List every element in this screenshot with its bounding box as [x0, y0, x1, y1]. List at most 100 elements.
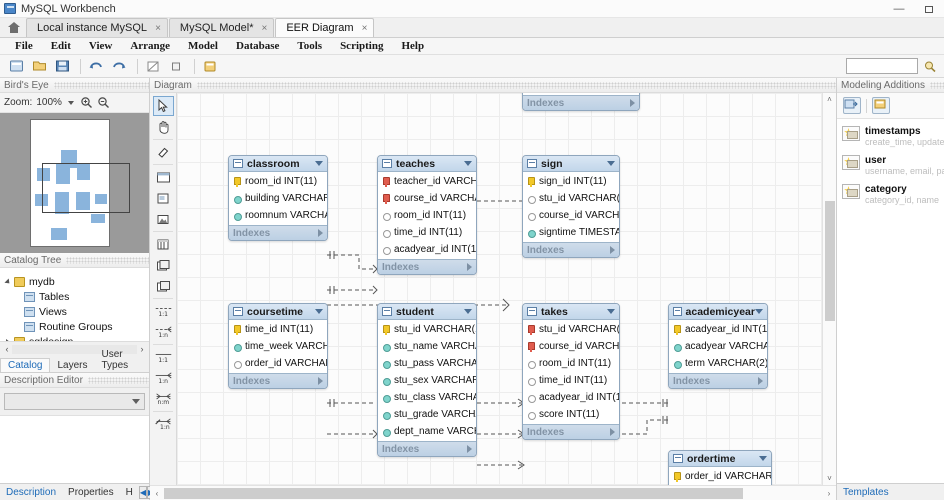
eer-table-academicyear[interactable]: academicyear acadyear_id INT(11) acadyea… — [668, 303, 768, 389]
menu-tools[interactable]: Tools — [297, 40, 323, 52]
table-column[interactable]: stu_sex VARCHAR(10) — [378, 372, 476, 389]
table-header[interactable]: teaches — [378, 156, 476, 172]
table-header[interactable]: classroom — [229, 156, 327, 172]
chevron-down-icon[interactable] — [759, 456, 767, 461]
tab-mysql-model[interactable]: MySQL Model* × — [168, 18, 275, 37]
table-column[interactable]: sign_id INT(11) — [523, 173, 619, 190]
tab-layers[interactable]: Layers — [57, 360, 88, 371]
table-column[interactable]: room_id INT(11) — [229, 173, 327, 190]
table-header[interactable]: coursetime — [229, 304, 327, 320]
chevron-right-icon[interactable] — [318, 377, 323, 385]
redo-icon[interactable] — [109, 57, 129, 75]
table-column[interactable]: building VARCHAR(12) — [229, 190, 327, 207]
table-column[interactable]: room_id INT(11) — [378, 207, 476, 224]
eer-table-classroom[interactable]: classroom room_id INT(11) building VARCH… — [228, 155, 328, 241]
scroll-left-arrow[interactable]: ‹ — [155, 488, 159, 498]
scroll-thumb[interactable] — [825, 201, 835, 321]
routine-group-tool[interactable] — [153, 276, 174, 296]
chevron-right-icon[interactable] — [630, 99, 635, 107]
hand-tool[interactable] — [153, 117, 174, 137]
tab-eer-diagram[interactable]: EER Diagram × — [275, 18, 375, 37]
catalog-hscrollbar[interactable]: ‹ › — [0, 341, 149, 356]
close-icon[interactable]: × — [361, 22, 368, 34]
zoom-out-icon[interactable] — [97, 96, 111, 110]
description-combo[interactable] — [4, 393, 145, 410]
chevron-right-icon[interactable] — [467, 263, 472, 271]
scroll-right-arrow[interactable]: › — [140, 344, 144, 354]
table-column[interactable]: time_id INT(11) — [229, 321, 327, 338]
eer-table-teacher[interactable]: teacher_sex VARCHAR(6) Indexes — [522, 93, 640, 111]
search-icon[interactable] — [922, 58, 938, 74]
table-column[interactable]: stu_pass VARCHAR(10) — [378, 355, 476, 372]
menu-edit[interactable]: Edit — [50, 40, 71, 52]
birds-eye-view[interactable] — [0, 113, 149, 253]
list-item[interactable]: timestamps create_time, update_ — [837, 123, 944, 152]
collapse-arrow-icon[interactable] — [6, 338, 10, 341]
table-column[interactable]: time_id INT(11) — [378, 224, 476, 241]
rel-n-m-tool[interactable]: n:m — [153, 389, 174, 409]
scroll-down-arrow[interactable]: ˅ — [827, 474, 832, 483]
table-column[interactable]: acadyear VARCHAR(12) — [669, 338, 767, 355]
chevron-down-icon[interactable] — [607, 161, 615, 166]
rel-pick-columns-tool[interactable]: 1:n — [153, 414, 174, 434]
eer-table-sign[interactable]: sign sign_id INT(11) stu_id VARCHAR(12) — [522, 155, 620, 258]
search-input[interactable] — [846, 58, 918, 74]
table-column[interactable]: acadyear_id INT(11) — [378, 241, 476, 258]
table-column[interactable]: roomnum VARCHAR(12) — [229, 207, 327, 224]
table-column[interactable]: teacher_id VARCHAR(12) — [378, 173, 476, 190]
tree-item-views[interactable]: Views — [0, 304, 149, 319]
new-template-icon[interactable] — [872, 97, 890, 114]
table-column[interactable]: score INT(11) — [523, 406, 619, 423]
layer-tool[interactable] — [153, 167, 174, 187]
menu-help[interactable]: Help — [401, 40, 425, 52]
table-column[interactable]: time_week VARCHAR(2) — [229, 338, 327, 355]
chevron-down-icon[interactable] — [464, 309, 472, 314]
table-tool[interactable] — [153, 234, 174, 254]
chevron-down-icon[interactable] — [607, 309, 615, 314]
table-column[interactable]: room_id INT(11) — [523, 355, 619, 372]
chevron-right-icon[interactable] — [610, 428, 615, 436]
maximize-button[interactable] — [914, 0, 944, 18]
tab-description[interactable]: Description — [6, 486, 57, 498]
chevron-right-icon[interactable] — [758, 377, 763, 385]
table-column[interactable]: stu_id VARCHAR(12) — [523, 321, 619, 338]
scroll-up-arrow[interactable]: ˄ — [827, 95, 832, 104]
chevron-right-icon[interactable] — [610, 246, 615, 254]
open-model-icon[interactable] — [29, 57, 49, 75]
chevron-right-icon[interactable] — [467, 445, 472, 453]
tab-local-instance-mysql[interactable]: Local instance MySQL × — [26, 18, 168, 37]
table-column[interactable]: stu_class VARCHAR(10) — [378, 389, 476, 406]
save-model-icon[interactable] — [52, 57, 72, 75]
new-tab-icon[interactable] — [200, 57, 220, 75]
table-column[interactable]: acadyear_id INT(11) — [523, 389, 619, 406]
menu-scripting[interactable]: Scripting — [340, 40, 384, 52]
stop-icon[interactable] — [166, 57, 186, 75]
scroll-track[interactable] — [823, 106, 836, 472]
indexes-footer[interactable]: Indexes — [523, 242, 619, 257]
table-column[interactable]: acadyear_id INT(11) — [669, 321, 767, 338]
eer-table-takes[interactable]: takes stu_id VARCHAR(12) course_id VARCH… — [522, 303, 620, 440]
chevron-down-icon[interactable] — [315, 309, 323, 314]
scroll-left-arrow[interactable]: ‹ — [5, 344, 9, 354]
indexes-footer[interactable]: Indexes — [523, 424, 619, 439]
indexes-footer[interactable]: Indexes — [229, 225, 327, 240]
image-tool[interactable] — [153, 209, 174, 229]
tab-user-types[interactable]: User Types — [101, 349, 129, 371]
eer-table-student[interactable]: student stu_id VARCHAR(12) stu_name VARC… — [377, 303, 477, 457]
table-header[interactable]: ordertime — [669, 451, 771, 467]
table-column[interactable]: course_id VARCHAR(12) — [523, 338, 619, 355]
canvas-hscrollbar[interactable]: ‹ › — [150, 485, 836, 500]
menu-file[interactable]: File — [15, 40, 33, 52]
table-column[interactable]: dept_name VARCHAR(10) — [378, 423, 476, 440]
eer-table-teaches[interactable]: teaches teacher_id VARCHAR(12) course_id… — [377, 155, 477, 275]
close-icon[interactable]: × — [261, 22, 268, 34]
indexes-footer[interactable]: Indexes — [523, 95, 639, 110]
nav-prev-button[interactable]: ◀ — [138, 485, 147, 499]
rel-1-1-non-identifying-tool[interactable]: 1:1 — [153, 347, 174, 367]
pointer-tool[interactable] — [152, 96, 174, 116]
undo-icon[interactable] — [86, 57, 106, 75]
menu-database[interactable]: Database — [236, 40, 280, 52]
table-column[interactable]: stu_name VARCHAR(36) — [378, 338, 476, 355]
zoom-in-icon[interactable] — [80, 96, 94, 110]
tree-item-routine-groups[interactable]: Routine Groups — [0, 319, 149, 334]
